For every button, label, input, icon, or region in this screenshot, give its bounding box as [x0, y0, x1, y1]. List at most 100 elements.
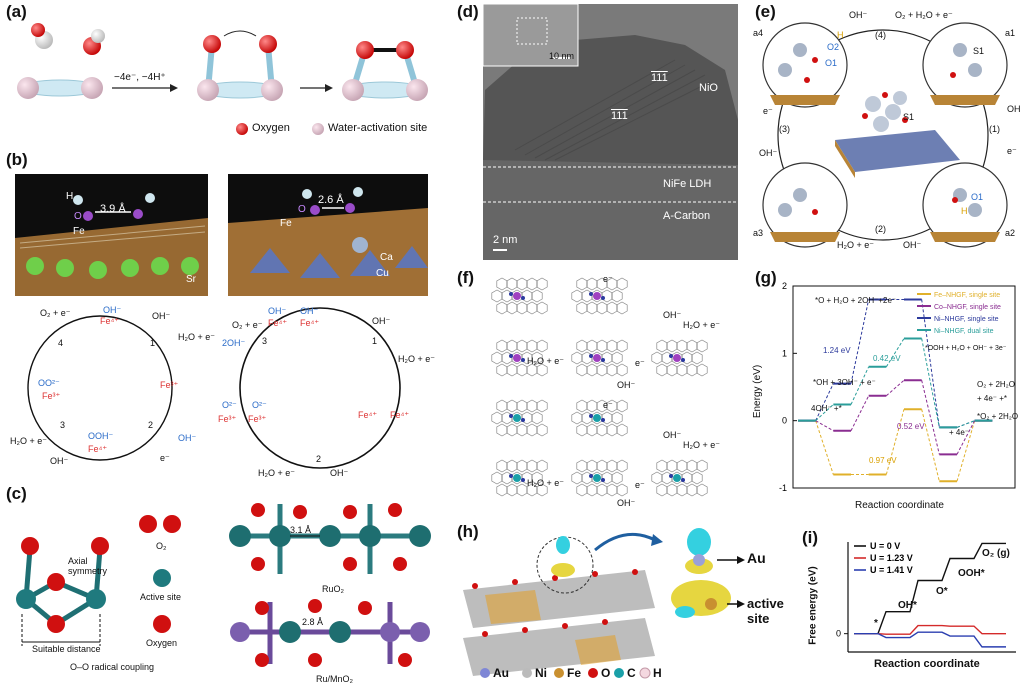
top-out: O₂ + H₂O + e⁻	[895, 10, 953, 20]
active-site-legend: Active site	[140, 592, 182, 602]
energy-connector	[850, 395, 870, 431]
h-a4: H	[837, 30, 844, 40]
rc-step-2: 2	[316, 454, 322, 464]
leg-fe: Fe	[567, 666, 582, 680]
lc-h2o-right: H₂O + e⁻	[178, 332, 216, 342]
panel-label-f: (f)	[457, 268, 474, 287]
right-in: OH	[1007, 104, 1021, 114]
legend-label: Ni–NHGF, single site	[934, 316, 999, 323]
lc-fe-right: Fe³⁺	[160, 380, 179, 390]
f-e1: e⁻	[603, 274, 613, 284]
lc-e-right: e⁻	[160, 453, 170, 463]
step-3: (3)	[779, 124, 790, 134]
legend-label: Ni–NHGF, dual site	[934, 328, 994, 335]
legend-label: Co–NHGF, single site	[934, 304, 1001, 311]
f-oh1: OH⁻	[663, 310, 682, 320]
metal-site	[673, 354, 681, 362]
g-ylabel: Energy (eV)	[752, 364, 764, 419]
ruo2-label: RuO₂	[322, 584, 344, 594]
lc-oh-in: OH⁻	[152, 311, 171, 321]
ruo2-distance: 3.1 Å	[290, 525, 312, 535]
panel-label-i: (i)	[802, 528, 819, 547]
legend-water-site: Water-activation site	[328, 122, 428, 134]
tem-image	[482, 3, 738, 260]
graphene-sheet	[491, 339, 548, 377]
graphene-sheet	[571, 399, 628, 437]
legend-label: U = 0 V	[870, 541, 900, 551]
nitrogen-atom	[521, 478, 525, 482]
nitrogen-atom	[601, 296, 605, 300]
energy-connector	[921, 380, 940, 455]
nitrogen-atom	[681, 478, 685, 482]
main-scale: 2 nm	[493, 234, 518, 246]
lc-step-4: 4	[58, 338, 64, 348]
energy-connector	[815, 383, 834, 421]
lc-oo2: OO²⁻	[38, 378, 60, 388]
rc-o2-left: O²⁻	[222, 400, 237, 410]
rc-oh-in: OH⁻	[372, 316, 391, 326]
lc-step-3: 3	[60, 420, 66, 430]
label-Ca: Ca	[380, 252, 393, 263]
suitable-distance-label: Suitable distance	[32, 644, 101, 654]
f-e4: e⁻	[635, 480, 645, 490]
energy-connector	[815, 420, 834, 432]
graphene-sheet	[491, 277, 548, 315]
i-xlabel: Reaction coordinate	[874, 658, 980, 670]
g-ann-097: 0.97 eV	[869, 456, 897, 465]
panel-label-d: (d)	[457, 2, 479, 21]
f-h2o1: H₂O + e⁻	[683, 320, 721, 330]
rc-fe-b: Fe⁴⁺	[300, 318, 320, 328]
nitrogen-atom	[601, 478, 605, 482]
y-tick-label: 0	[782, 416, 787, 426]
plane-label-2: 111	[611, 110, 628, 122]
i-ylabel: Free energy (eV)	[807, 566, 819, 645]
energy-connector	[850, 366, 870, 405]
legend-label: U = 1.23 V	[870, 553, 913, 563]
leg-ni: Ni	[535, 666, 547, 680]
panel-a: (a) −4e⁻, −4H⁺ Oxygen Water-acti	[0, 0, 450, 145]
panel-label-c: (c)	[6, 484, 27, 503]
right-out: e⁻	[1007, 146, 1017, 156]
rc-oh-bottom: OH⁻	[330, 468, 349, 478]
rumno2-distance: 2.8 Å	[302, 617, 324, 627]
label-H-left: H	[66, 191, 74, 202]
bottom-out: H₂O + e⁻	[837, 240, 875, 250]
panel-label-h: (h)	[457, 522, 479, 541]
i-o: O*	[936, 586, 948, 597]
energy-connector	[815, 404, 834, 422]
site-a2: a2	[1005, 228, 1016, 238]
g-ann-oh: *OH + 3OH⁻ + e⁻	[813, 378, 876, 387]
f-h2o3: H₂O + e⁻	[683, 440, 721, 450]
nio-label: NiO	[699, 82, 718, 94]
i-oh: OH*	[898, 600, 917, 611]
s1-center: S1	[903, 112, 915, 122]
metal-site	[513, 354, 521, 362]
lc-step-2: 2	[148, 420, 154, 430]
ldh-label: NiFe LDH	[663, 178, 712, 190]
energy-connector	[850, 299, 870, 384]
y-tick-label: -1	[779, 483, 787, 493]
free-energy-line	[854, 631, 1006, 648]
label-Cu: Cu	[376, 268, 389, 279]
panel-b: (b) 3.9 Å 2.6 Å H O Fe Sr O	[0, 148, 450, 483]
coupling-label: O–O radical coupling	[70, 662, 155, 672]
energy-connector	[885, 338, 905, 368]
panel-b-illustration	[15, 174, 428, 469]
metal-site	[593, 354, 601, 362]
panel-h-illustration	[463, 528, 745, 679]
g-ann-042: 0.42 eV	[873, 354, 901, 363]
panel-c: (c) Axial symmetry O₂ A	[0, 484, 450, 685]
au-label: Au	[747, 550, 766, 566]
lc-oh-bottom: OH⁻	[50, 456, 69, 466]
g-ann-o2: O₂ + 2H₂O	[977, 380, 1015, 389]
o1-a2: O1	[971, 192, 984, 202]
panel-f: (f) e⁻ OH⁻ H₂O + e⁻ H₂O + e⁻ e⁻ OH⁻ e⁻ O…	[455, 266, 740, 516]
metal-site	[593, 292, 601, 300]
graphene-sheet	[651, 339, 708, 377]
nitrogen-atom	[601, 358, 605, 362]
lc-oh-right: OH⁻	[178, 433, 197, 443]
site-a3: a3	[753, 228, 764, 238]
active-site-label: active site	[747, 596, 784, 626]
oxygen-legend: Oxygen	[146, 638, 178, 648]
